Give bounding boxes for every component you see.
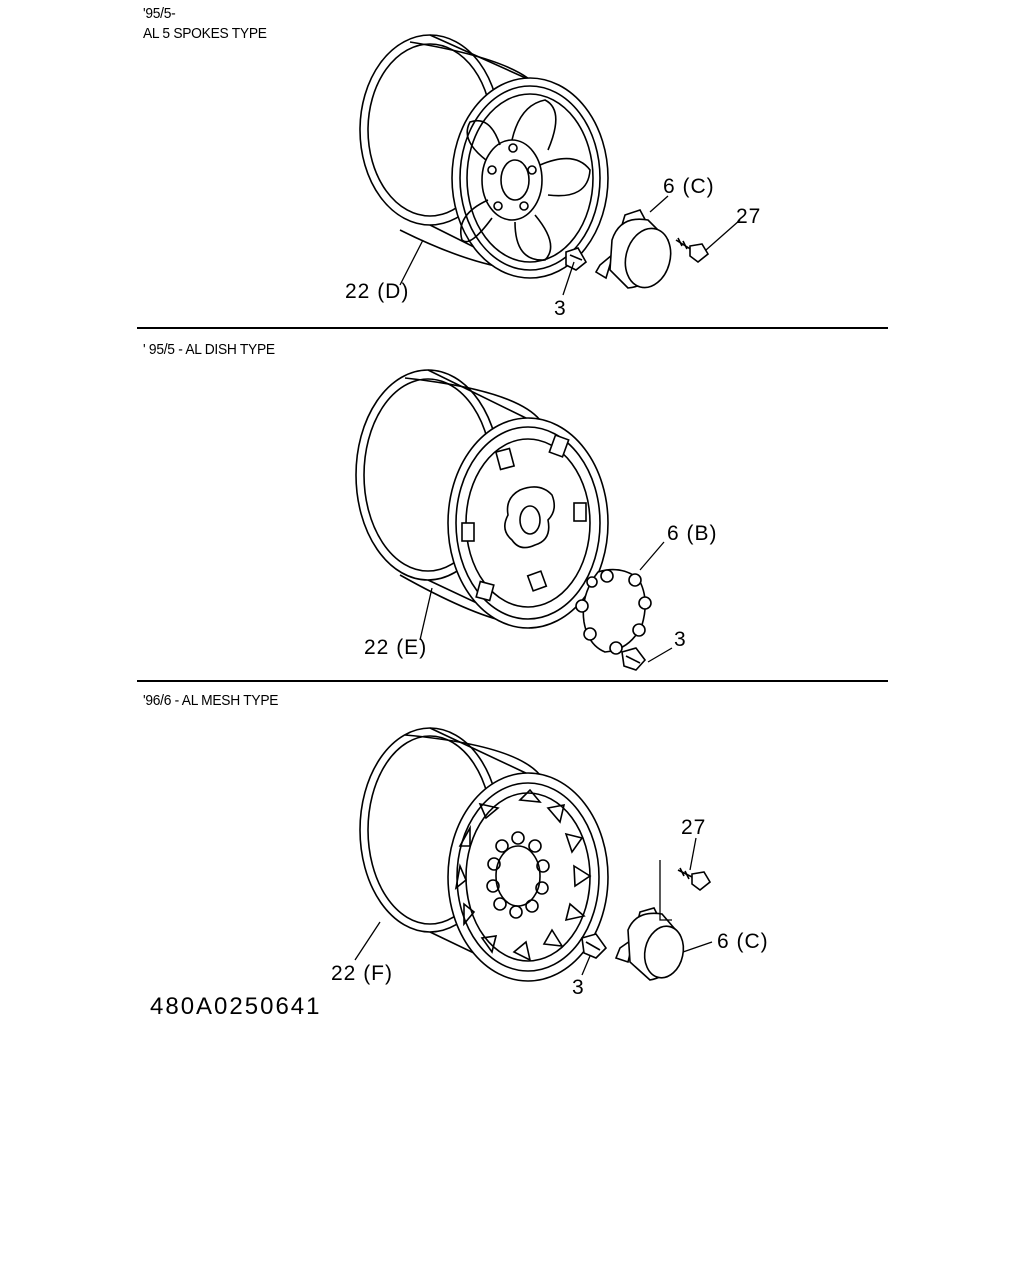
label-wheel-22f: 22 (F) xyxy=(331,962,394,985)
section-divider-2 xyxy=(137,680,888,682)
center-cap-b xyxy=(575,568,652,655)
center-cap-c-2 xyxy=(614,907,685,981)
center-cap-c-1 xyxy=(594,209,672,289)
screw-2 xyxy=(677,867,712,892)
label-screw-27-b: 27 xyxy=(681,816,707,839)
section-2-title: ' 95/5 - AL DISH TYPE xyxy=(143,341,275,358)
label-nut-3-a: 3 xyxy=(554,297,567,320)
label-cap-6c-b: 6 (C) xyxy=(717,930,769,953)
wheel-5-spokes xyxy=(359,34,609,279)
label-wheel-22d: 22 (D) xyxy=(345,280,410,303)
wheel-dish xyxy=(355,369,609,629)
label-cap-6b: 6 (B) xyxy=(667,522,718,545)
screw-1 xyxy=(675,237,710,264)
label-wheel-22e: 22 (E) xyxy=(364,636,428,659)
label-nut-3-c: 3 xyxy=(572,976,585,999)
section-3-title: '96/6 - AL MESH TYPE xyxy=(143,692,279,709)
section-1-title-line1: '95/5- xyxy=(143,5,176,22)
label-cap-6c-a: 6 (C) xyxy=(663,175,715,198)
label-nut-3-b: 3 xyxy=(674,628,687,651)
figure-id: 480A0250641 xyxy=(150,993,322,1020)
lug-nut-2 xyxy=(621,647,647,671)
label-screw-27-a: 27 xyxy=(736,205,762,228)
section-divider-1 xyxy=(137,327,888,329)
lug-nut-1 xyxy=(565,247,588,271)
lug-nut-3 xyxy=(581,933,608,959)
section-1-title-line2: AL 5 SPOKES TYPE xyxy=(143,25,267,42)
wheel-mesh xyxy=(359,727,609,982)
